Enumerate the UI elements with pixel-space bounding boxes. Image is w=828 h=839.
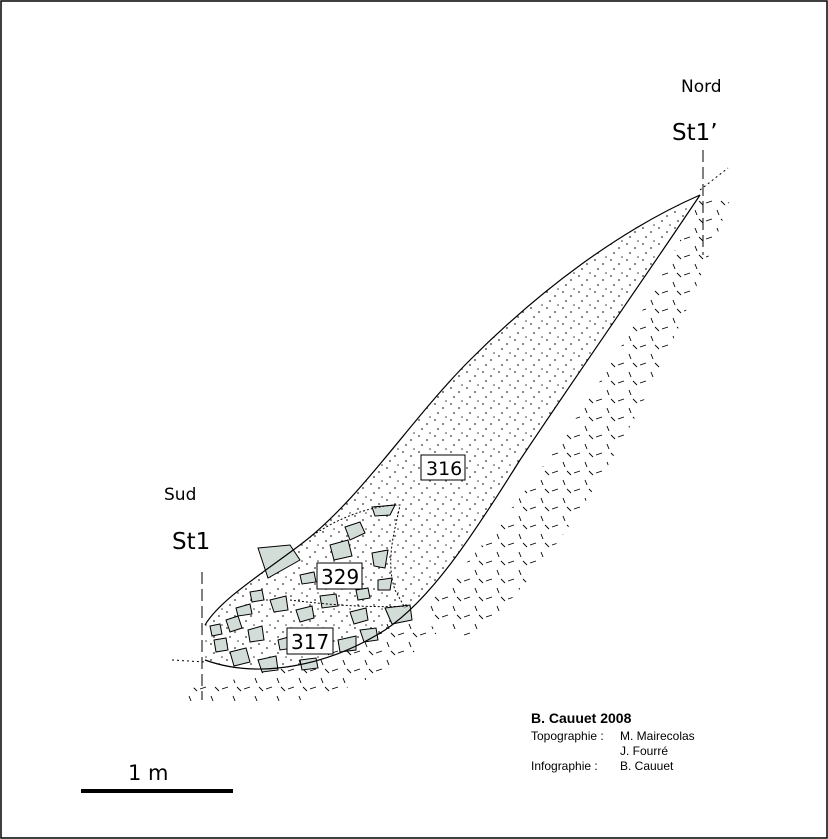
rubble-stones [209, 504, 413, 673]
unit-boundaries [289, 504, 411, 609]
scale-bar: 1 m [81, 761, 233, 793]
svg-text:329: 329 [321, 565, 359, 589]
credits-block: B. Cauuet 2008 Topographie : M. Mairecol… [531, 710, 695, 773]
unit-label-316: 316 [420, 454, 466, 481]
north-direction-label: Nord [681, 77, 722, 97]
credit-topo-name-2: J. Fourré [620, 744, 668, 758]
credit-info-name: B. Cauuet [620, 759, 674, 773]
unit-316-fill [205, 195, 700, 669]
svg-text:317: 317 [291, 630, 329, 654]
credit-info-label: Infographie : [531, 759, 598, 773]
trench-outline [204, 194, 701, 670]
south-station-label: St1 [172, 529, 210, 555]
credit-topo-label: Topographie : [531, 729, 604, 743]
scale-bar-label: 1 m [128, 761, 169, 785]
unit-label-317: 317 [286, 627, 334, 655]
south-direction-label: Sud [164, 485, 196, 505]
unit-label-329: 329 [316, 562, 363, 590]
credit-topo-name-1: M. Mairecolas [620, 729, 695, 743]
north-station-label: St1’ [672, 120, 718, 146]
credit-author: B. Cauuet 2008 [531, 710, 632, 726]
svg-text:316: 316 [426, 458, 462, 480]
